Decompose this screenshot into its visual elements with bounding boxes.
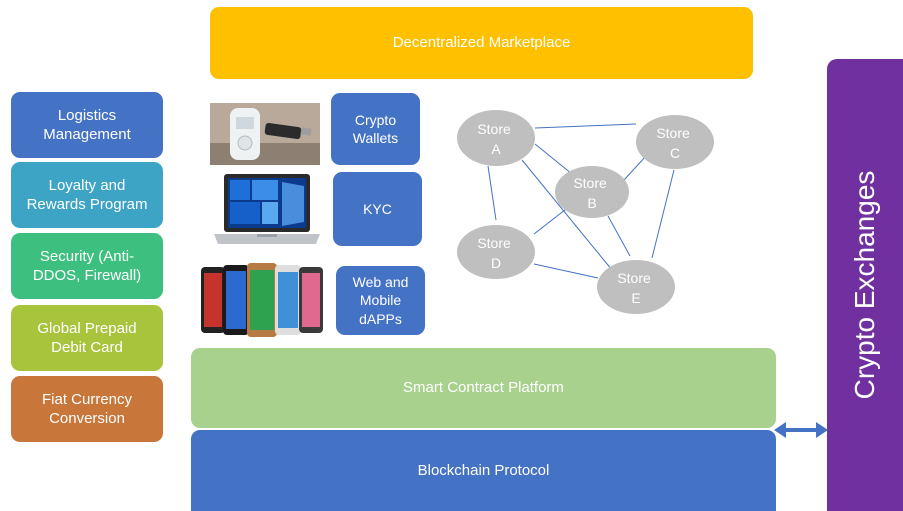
smart-contract-platform-label: Smart Contract Platform [403,379,564,397]
store-d-label: Store D [477,235,514,271]
decentralized-marketplace-bar: Decentralized Marketplace [210,7,753,79]
hardware-wallet-icon [210,103,320,165]
store-c-label: Store C [656,125,693,161]
decentralized-marketplace-label: Decentralized Marketplace [392,34,571,52]
edge-d-e [533,263,599,279]
edge-a-d [487,165,497,221]
crypto-exchanges-label: Crypto Exchanges [849,170,880,400]
crypto-wallets-label: Crypto Wallets [352,111,399,146]
kyc-box: KYC [333,172,422,246]
security-label: Security (Anti-DDOS, Firewall) [32,247,142,285]
store-network-diagram: Store A Store C Store B Store D Store E [457,110,714,314]
smartphones-icon [201,263,323,337]
blockchain-protocol-bar: Blockchain Protocol [191,430,776,511]
edge-a-e [521,159,613,271]
edge-c-b [623,155,647,181]
edge-c-e [651,169,675,259]
network-edges [487,123,675,279]
store-node-b: Store B [555,166,629,218]
edge-b-d [533,205,571,235]
crypto-wallets-box: Crypto Wallets [331,93,420,165]
store-node-a: Store A [457,110,535,166]
loyalty-rewards-box: Loyalty and Rewards Program [11,162,163,228]
kyc-label: KYC [363,200,392,217]
edge-a-b [534,143,573,175]
logistics-management-box: Logistics Management [11,92,163,158]
edge-a-c [534,123,637,129]
store-a-label: Store A [477,121,514,157]
store-e-label: Store E [617,270,654,306]
store-b-label: Store B [573,175,610,211]
double-arrow-icon [774,422,828,438]
laptop-icon [214,174,320,244]
edge-b-e [607,215,631,257]
store-node-d: Store D [457,225,535,279]
crypto-exchanges-bar: Crypto Exchanges [827,59,903,511]
dapps-label: Web and Mobile dAPPs [352,274,409,327]
fiat-currency-label: Fiat Currency Conversion [41,390,133,428]
blockchain-protocol-label: Blockchain Protocol [417,461,550,479]
prepaid-debit-card-box: Global Prepaid Debit Card [11,305,163,371]
smart-contract-platform-bar: Smart Contract Platform [191,348,776,428]
dapps-box: Web and Mobile dAPPs [336,266,425,335]
fiat-currency-box: Fiat Currency Conversion [11,376,163,442]
prepaid-debit-card-label: Global Prepaid Debit Card [37,319,137,357]
loyalty-rewards-label: Loyalty and Rewards Program [26,176,148,214]
store-node-c: Store C [636,115,714,169]
security-box: Security (Anti-DDOS, Firewall) [11,233,163,299]
store-node-e: Store E [597,260,675,314]
logistics-management-label: Logistics Management [43,106,131,144]
